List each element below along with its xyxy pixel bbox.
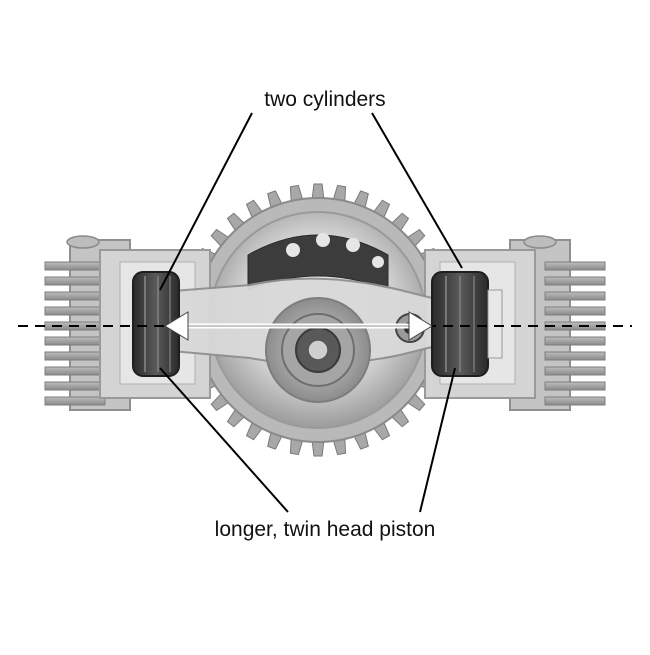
cooling-fin [544,291,606,301]
cooling-fin [544,306,606,316]
double-headed-arrow-icon [164,311,433,341]
label-twin-head-piston: longer, twin head piston [214,518,436,541]
cooling-fin [44,351,106,361]
cooling-fin [544,276,606,286]
cooling-fin [544,381,606,391]
cooling-fin [44,336,106,346]
cooling-fin [544,351,606,361]
cooling-fin [544,336,606,346]
cooling-fin [544,366,606,376]
leader-lines [159,112,463,513]
left-piston [132,271,180,377]
cooling-fin [44,366,106,376]
cooling-fin [544,261,606,271]
cooling-fin [44,291,106,301]
cooling-fin [44,261,106,271]
right-piston [431,271,503,377]
cooling-fin [44,306,106,316]
cooling-fin [44,396,106,406]
cooling-fin [544,396,606,406]
label-two-cylinders: two cylinders [264,88,386,111]
cooling-fin [44,381,106,391]
cooling-fin [44,276,106,286]
